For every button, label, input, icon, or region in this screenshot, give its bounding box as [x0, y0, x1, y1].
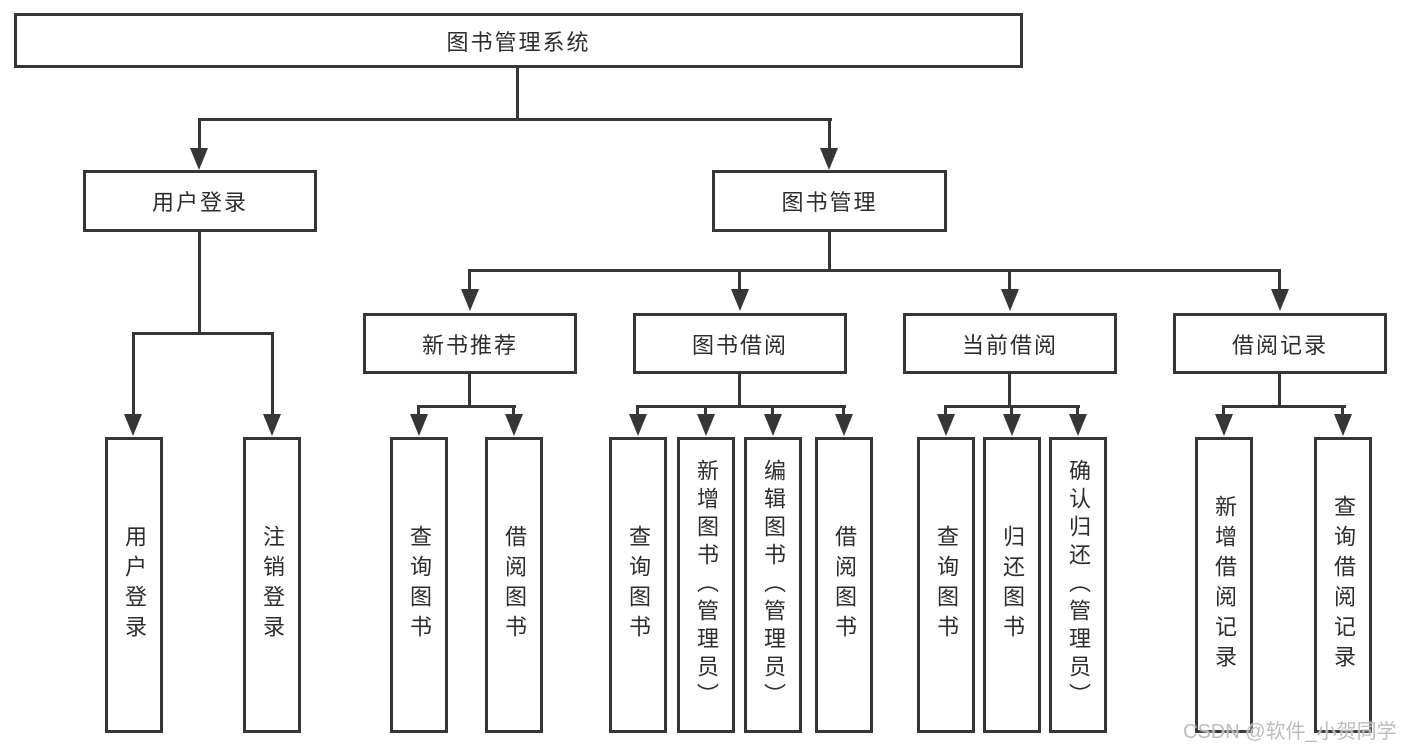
node-borrowing-records-label: 借阅记录	[1231, 332, 1328, 358]
connector-g2-stem-2	[704, 405, 707, 416]
leaf-current-query-books: 查询图书	[917, 437, 975, 733]
leaf-logout-label: 注销登录	[260, 525, 285, 645]
connector-stem-borrowing	[738, 269, 741, 291]
connector-stem-current	[1008, 269, 1011, 291]
arrow-recommend-icon	[461, 289, 479, 311]
connector-g4-drop	[1278, 372, 1281, 407]
leaf-records-query-record: 查询借阅记录	[1314, 437, 1372, 733]
connector-g2-stem-4	[842, 405, 845, 416]
leaf-records-add-record-label: 新增借阅记录	[1212, 495, 1237, 675]
leaf-records-add-record: 新增借阅记录	[1195, 437, 1253, 733]
node-root-label: 图书管理系统	[446, 29, 591, 55]
connector-stem-records	[1278, 269, 1281, 291]
leaf-logout: 注销登录	[243, 437, 301, 733]
node-borrowing-records: 借阅记录	[1173, 313, 1387, 374]
arrow-records-icon	[1271, 289, 1289, 311]
leaf-borrowing-borrow-books-label: 借阅图书	[832, 525, 857, 645]
node-root: 图书管理系统	[14, 13, 1023, 68]
connector-l1-rail	[198, 118, 832, 121]
connector-g1-drop	[468, 372, 471, 407]
leaf-current-query-books-label: 查询图书	[934, 525, 959, 645]
leaf-records-query-record-label: 查询借阅记录	[1331, 495, 1356, 675]
connector-g4-rail	[1222, 405, 1346, 408]
arrow-g4-leaf2-icon	[1334, 414, 1352, 436]
connector-g1-stem-2	[512, 405, 515, 416]
connector-stem-leaf-login	[132, 332, 135, 416]
leaf-current-return-books-label: 归还图书	[1000, 525, 1025, 645]
connector-g2-stem-1	[636, 405, 639, 416]
arrow-g2-leaf4-icon	[835, 414, 853, 436]
node-current-borrowing: 当前借阅	[903, 313, 1117, 374]
csdn-watermark: CSDN @软件_小贺同学	[1183, 721, 1397, 743]
connector-g3-stem-2	[1010, 405, 1013, 416]
arrow-mgmt-icon	[820, 148, 838, 170]
connector-g1-stem-1	[417, 405, 420, 416]
leaf-recommend-query-books-label: 查询图书	[407, 525, 432, 645]
leaf-current-confirm-return-admin: 确认归还（管理员）	[1049, 437, 1107, 733]
connector-g2-drop	[738, 372, 741, 407]
leaf-user-login-label: 用户登录	[122, 525, 147, 645]
leaf-borrowing-edit-books-admin: 编辑图书（管理员）	[744, 437, 802, 733]
leaf-current-return-books: 归还图书	[983, 437, 1041, 733]
connector-g4-stem-1	[1222, 405, 1225, 416]
leaf-borrowing-query-books-label: 查询图书	[626, 525, 651, 645]
connector-mgmt-rail	[468, 269, 1281, 272]
arrow-g3-leaf1-icon	[937, 414, 955, 436]
arrow-current-icon	[1001, 289, 1019, 311]
leaf-borrowing-add-books-admin: 新增图书（管理员）	[677, 437, 735, 733]
leaf-recommend-borrow-books: 借阅图书	[485, 437, 543, 733]
connector-user-rail	[132, 332, 274, 335]
arrow-g1-leaf2-icon	[505, 414, 523, 436]
connector-g4-stem-2	[1341, 405, 1344, 416]
arrow-g2-leaf1-icon	[629, 414, 647, 436]
leaf-borrowing-edit-books-admin-label: 编辑图书（管理员）	[761, 459, 786, 711]
leaf-user-login: 用户登录	[105, 437, 163, 733]
connector-g2-stem-3	[771, 405, 774, 416]
arrow-g4-leaf1-icon	[1215, 414, 1233, 436]
connector-stem-leaf-logout	[271, 332, 274, 416]
node-current-borrowing-label: 当前借阅	[961, 332, 1058, 358]
connector-g3-stem-3	[1076, 405, 1079, 416]
node-book-mgmt: 图书管理	[712, 170, 947, 232]
node-book-borrowing-label: 图书借阅	[691, 332, 788, 358]
node-new-book-recommend-label: 新书推荐	[421, 332, 518, 358]
connector-stem-recommend	[468, 269, 471, 291]
leaf-borrowing-query-books: 查询图书	[609, 437, 667, 733]
arrow-leaf-login-icon	[124, 414, 142, 436]
arrow-user-icon	[190, 148, 208, 170]
connector-stem-mgmt	[828, 118, 831, 150]
connector-root-drop	[516, 68, 519, 120]
connector-g3-drop	[1008, 372, 1011, 407]
leaf-borrowing-borrow-books: 借阅图书	[815, 437, 873, 733]
leaf-current-confirm-return-admin-label: 确认归还（管理员）	[1066, 459, 1091, 711]
arrow-g3-leaf3-icon	[1069, 414, 1087, 436]
connector-g3-stem-1	[944, 405, 947, 416]
node-user-login-label: 用户登录	[151, 190, 248, 215]
node-book-mgmt-label: 图书管理	[781, 190, 878, 215]
arrow-g3-leaf2-icon	[1003, 414, 1021, 436]
arrow-g2-leaf2-icon	[697, 414, 715, 436]
connector-g1-rail	[418, 405, 516, 408]
leaf-recommend-borrow-books-label: 借阅图书	[502, 525, 527, 645]
node-new-book-recommend: 新书推荐	[363, 313, 577, 374]
arrow-g2-leaf3-icon	[764, 414, 782, 436]
arrow-borrowing-icon	[731, 289, 749, 311]
leaf-borrowing-add-books-admin-label: 新增图书（管理员）	[694, 459, 719, 711]
connector-mgmt-drop	[828, 230, 831, 272]
arrow-g1-leaf1-icon	[410, 414, 428, 436]
connector-user-drop	[198, 230, 201, 334]
node-book-borrowing: 图书借阅	[633, 313, 847, 374]
node-user-login: 用户登录	[83, 170, 317, 232]
connector-stem-user	[198, 118, 201, 150]
arrow-leaf-logout-icon	[263, 414, 281, 436]
leaf-recommend-query-books: 查询图书	[390, 437, 448, 733]
connector-g2-rail	[637, 405, 846, 408]
